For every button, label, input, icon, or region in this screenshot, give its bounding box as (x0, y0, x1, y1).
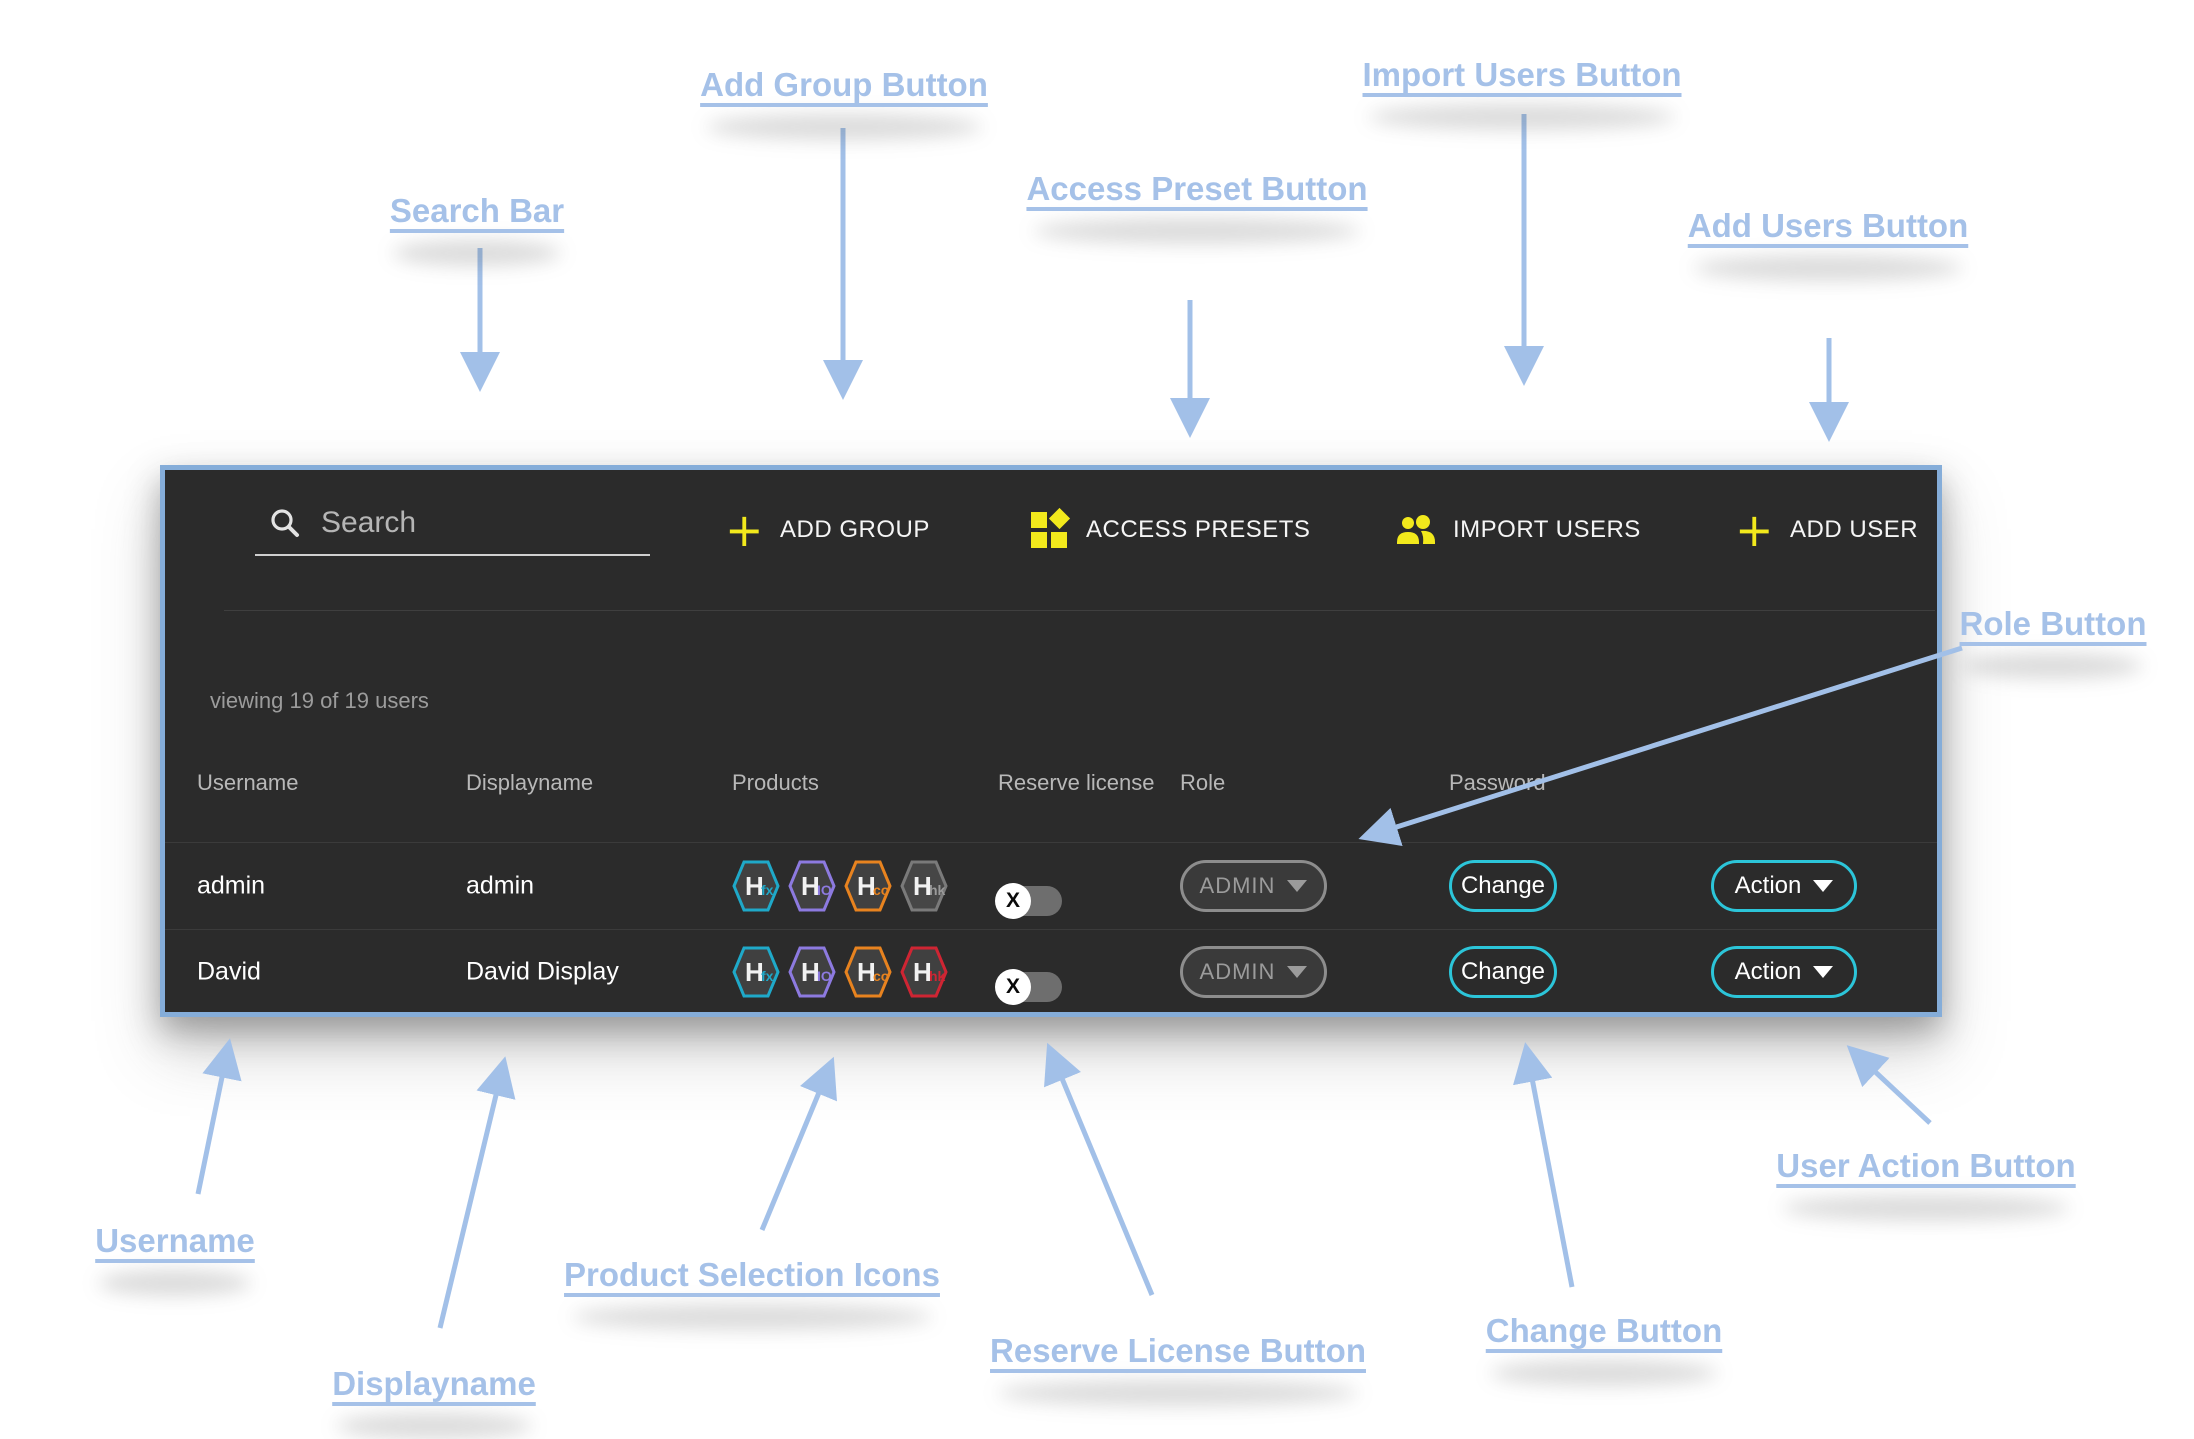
product-hio-icon[interactable]: H IO (788, 946, 836, 998)
chevron-down-icon (1287, 880, 1308, 892)
header-password: Password (1449, 770, 1546, 795)
search-input[interactable] (319, 505, 650, 541)
svg-text:IO: IO (817, 882, 832, 898)
svg-text:fx: fx (761, 882, 774, 898)
annotation-product-selection: Product Selection Icons (564, 1256, 940, 1293)
chevron-down-icon (1287, 965, 1308, 978)
add-user-label: ADD USER (1790, 516, 1919, 543)
svg-text:H: H (801, 871, 820, 901)
svg-text:H: H (857, 871, 876, 901)
svg-text:H: H (857, 957, 876, 987)
toolbar-divider (224, 610, 1935, 611)
add-group-label: ADD GROUP (780, 516, 930, 543)
arrow-reserve-license (1044, 1042, 1155, 1296)
svg-text:H: H (745, 871, 764, 901)
svg-text:H: H (801, 957, 820, 987)
add-user-button[interactable]: + ADD USER (1735, 498, 1918, 562)
table-row: David David Display H fx H IO H co H hk (165, 931, 1937, 1012)
annotation-reserve-license: Reserve License Button (990, 1332, 1366, 1369)
username-cell: David (197, 957, 261, 985)
arrow-user-action (1846, 1045, 1932, 1125)
toggle-knob: X (995, 883, 1031, 919)
user-count-status: viewing 19 of 19 users (210, 688, 429, 713)
change-password-button[interactable]: Change (1449, 945, 1557, 998)
plus-icon: + (725, 503, 765, 557)
plus-icon: + (1735, 503, 1775, 557)
role-label: ADMIN (1199, 958, 1276, 984)
change-label: Change (1460, 872, 1546, 899)
role-label: ADMIN (1199, 873, 1276, 898)
product-selection-icons: H fx H IO H co H hk (732, 946, 948, 998)
dashboard-icon (1030, 507, 1071, 550)
search-icon (271, 509, 299, 537)
svg-text:hk: hk (929, 968, 946, 984)
user-action-button[interactable]: Action (1711, 945, 1857, 998)
displayname-cell: admin (466, 871, 535, 900)
annotation-import-users: Import Users Button (1362, 56, 1682, 93)
svg-text:hk: hk (929, 882, 946, 898)
annotation-add-group: Add Group Button (700, 66, 988, 103)
toggle-knob: X (995, 968, 1031, 1005)
arrow-displayname (437, 1056, 516, 1329)
header-reserve-license: Reserve license (998, 770, 1155, 795)
product-hhk-icon[interactable]: H hk (900, 860, 948, 912)
product-hco-icon[interactable]: H co (844, 946, 892, 998)
product-hio-icon[interactable]: H IO (788, 860, 836, 912)
arrow-product-selection (759, 1056, 837, 1231)
user-action-button[interactable]: Action (1711, 860, 1857, 912)
product-hhk-icon[interactable]: H hk (900, 946, 948, 998)
access-presets-button[interactable]: ACCESS PRESETS (1030, 498, 1310, 562)
arrow-change (1512, 1042, 1575, 1288)
username-cell: admin (197, 871, 266, 900)
svg-text:H: H (913, 957, 932, 987)
annotation-access-preset: Access Preset Button (1026, 170, 1368, 207)
product-hco-icon[interactable]: H co (844, 860, 892, 912)
access-presets-label: ACCESS PRESETS (1086, 516, 1311, 543)
add-group-button[interactable]: + ADD GROUP (725, 498, 930, 562)
product-hfx-icon[interactable]: H fx (732, 860, 780, 912)
annotation-user-action: User Action Button (1776, 1147, 2076, 1184)
action-label: Action (1734, 957, 1802, 985)
header-role: Role (1180, 770, 1226, 795)
import-users-label: IMPORT USERS (1453, 516, 1641, 543)
svg-text:co: co (873, 968, 889, 984)
header-products: Products (732, 770, 819, 795)
svg-text:IO: IO (817, 968, 832, 984)
group-icon (1397, 515, 1435, 544)
change-label: Change (1460, 957, 1546, 985)
change-password-button[interactable]: Change (1449, 860, 1557, 912)
svg-text:H: H (745, 957, 764, 987)
table-row: admin admin H fx H IO H co H hk (165, 842, 1937, 930)
chevron-down-icon (1813, 965, 1834, 978)
product-hfx-icon[interactable]: H fx (732, 946, 780, 998)
user-management-panel: + ADD GROUP ACCESS PRESETS IMPORT USERS … (160, 465, 1942, 1017)
annotation-role: Role Button (1959, 605, 2147, 642)
header-displayname: Displayname (466, 770, 594, 795)
svg-text:H: H (913, 871, 932, 901)
header-username: Username (197, 770, 299, 795)
table-header-row: Username Displayname Products Reserve li… (165, 770, 1937, 810)
annotation-search-bar: Search Bar (389, 192, 565, 229)
svg-text:co: co (873, 882, 889, 898)
annotation-change: Change Button (1485, 1312, 1723, 1349)
role-dropdown-button[interactable]: ADMIN (1180, 860, 1327, 912)
annotation-displayname: Displayname (332, 1365, 536, 1402)
annotation-username: Username (95, 1222, 255, 1259)
svg-text:fx: fx (761, 968, 774, 984)
arrow-username (195, 1038, 242, 1195)
search-bar[interactable] (255, 492, 650, 556)
action-label: Action (1734, 872, 1802, 899)
import-users-button[interactable]: IMPORT USERS (1395, 498, 1641, 562)
displayname-cell: David Display (466, 957, 619, 985)
annotation-add-users: Add Users Button (1687, 207, 1969, 244)
chevron-down-icon (1813, 880, 1834, 892)
product-selection-icons: H fx H IO H co H hk (732, 860, 948, 912)
role-dropdown-button[interactable]: ADMIN (1180, 945, 1327, 998)
